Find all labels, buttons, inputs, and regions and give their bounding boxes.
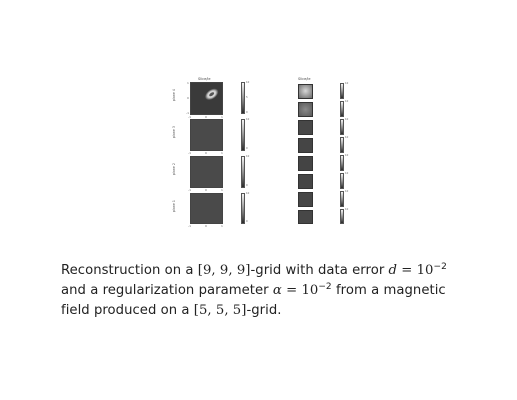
slice-thumb <box>298 84 313 99</box>
colorbar-tick: 0 <box>246 111 248 114</box>
colorbar-tick: 0 <box>246 184 248 187</box>
x-tick: 0 <box>205 188 207 192</box>
x-tick: 1 <box>221 188 223 192</box>
slice-thumb <box>298 174 313 189</box>
colorbar-tick: 0 <box>246 147 248 150</box>
colorbar-tick: 10 <box>345 136 349 139</box>
colorbar <box>241 82 245 114</box>
colorbar <box>340 101 344 117</box>
right-panel-title: Slice/le <box>298 77 311 81</box>
figure-caption: Reconstruction on a [9, 9, 9]-grid with … <box>61 261 461 321</box>
caption-text: from a magnetic field produced on a <box>61 283 446 318</box>
colorbar-tick: 10 <box>345 82 349 85</box>
slice-thumb <box>298 156 313 171</box>
caption-math: = 10 <box>281 283 319 298</box>
row-label: plane 3 <box>172 126 176 138</box>
caption-text: -grid. <box>246 303 282 318</box>
y-tick: 0 <box>187 96 189 100</box>
x-tick: 1 <box>221 224 223 228</box>
left-panel-title: Slice/le <box>198 77 211 81</box>
x-tick: 0 <box>205 224 207 228</box>
colorbar-tick: 10 <box>345 172 349 175</box>
caption-text: and a regularization parameter <box>61 283 273 298</box>
x-tick: -1 <box>188 151 191 155</box>
colorbar <box>340 119 344 135</box>
caption-text: Reconstruction on a <box>61 263 198 278</box>
colorbar-tick: 10 <box>246 81 250 84</box>
x-tick: -1 <box>188 188 191 192</box>
y-tick: -1 <box>186 111 189 115</box>
reconstruction-figure: Slice/le Slice/le plane 4 1 0 -1 -1 0 1 <box>168 72 368 232</box>
x-tick: 1 <box>221 115 223 119</box>
colorbar-tick: 10 <box>345 154 349 157</box>
caption-math-d: d <box>388 263 398 278</box>
magnetization-blob <box>204 88 219 101</box>
colorbar-tick: 0 <box>246 220 248 223</box>
field-panel <box>190 156 223 188</box>
row-label: plane 1 <box>172 200 176 212</box>
x-tick: 0 <box>205 151 207 155</box>
colorbar <box>340 137 344 153</box>
x-tick: 1 <box>221 151 223 155</box>
field-panel <box>190 193 223 224</box>
colorbar-tick: 5 <box>246 96 248 99</box>
caption-text: -grid with data error <box>250 263 389 278</box>
slice-thumb <box>298 192 313 207</box>
x-tick: -1 <box>188 224 191 228</box>
colorbar <box>340 83 344 99</box>
colorbar-tick: 10 <box>345 190 349 193</box>
colorbar-tick: 10 <box>246 192 250 195</box>
colorbar <box>241 156 245 188</box>
x-tick: -1 <box>188 115 191 119</box>
slice-thumb <box>298 210 313 224</box>
colorbar <box>340 155 344 171</box>
caption-exponent: −2 <box>318 282 332 292</box>
x-tick: 0 <box>205 115 207 119</box>
colorbar-tick: 10 <box>345 100 349 103</box>
caption-exponent: −2 <box>433 262 447 272</box>
caption-grid-size: [9, 9, 9] <box>197 263 251 278</box>
row-label: plane 2 <box>172 163 176 175</box>
caption-math-alpha: α <box>272 283 282 298</box>
colorbar <box>241 193 245 224</box>
colorbar <box>340 173 344 189</box>
colorbar-tick: 10 <box>345 208 349 211</box>
caption-math: = 10 <box>397 263 434 278</box>
field-panel <box>190 82 223 115</box>
colorbar-tick: 10 <box>345 118 349 121</box>
row-label: plane 4 <box>172 89 176 101</box>
field-panel <box>190 119 223 151</box>
y-tick: 1 <box>187 81 189 85</box>
slice-thumb <box>298 138 313 153</box>
colorbar-tick: 10 <box>246 118 250 121</box>
colorbar-tick: 10 <box>246 155 250 158</box>
slice-thumb <box>298 102 313 117</box>
colorbar <box>340 191 344 207</box>
colorbar <box>340 209 344 224</box>
slice-thumb <box>298 120 313 135</box>
caption-grid-size: [5, 5, 5] <box>193 303 247 318</box>
colorbar <box>241 119 245 151</box>
